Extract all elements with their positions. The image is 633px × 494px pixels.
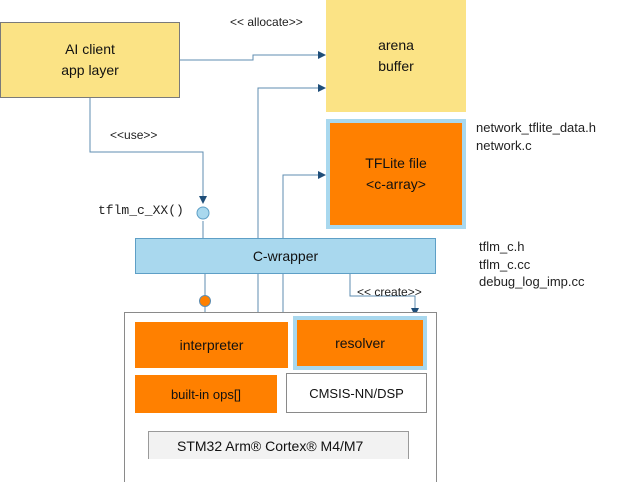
c-wrapper-box: C-wrapper xyxy=(135,238,436,274)
interpreter-label: interpreter xyxy=(179,336,244,353)
ai-client-box: AI client app layer xyxy=(0,22,180,98)
use-arrow xyxy=(89,98,207,204)
api-port xyxy=(196,206,210,220)
resolver-label: resolver xyxy=(335,334,385,351)
interpreter-port xyxy=(199,295,211,307)
arena-buffer-box: arena buffer xyxy=(326,0,466,112)
interpreter-box: interpreter xyxy=(135,322,288,368)
tflite-file-label-1: TFLite file xyxy=(365,155,427,171)
tflite-file-box: TFLite file <c-array> xyxy=(326,119,466,229)
cmsis-box: CMSIS-NN/DSP xyxy=(286,373,427,413)
arena-buffer-label-1: arena xyxy=(378,37,414,53)
builtin-ops-box: built-in ops[] xyxy=(135,375,277,413)
builtin-ops-label: built-in ops[] xyxy=(170,386,242,402)
network-file-2: network.c xyxy=(476,138,532,153)
allocate-annotation: << allocate>> xyxy=(230,15,303,29)
ai-client-label-1: AI client xyxy=(65,41,115,57)
wrapper-file-3: debug_log_imp.cc xyxy=(479,274,585,289)
create-annotation: << create>> xyxy=(357,285,422,299)
wrapper-file-1: tflm_c.h xyxy=(479,239,525,254)
resolver-box: resolver xyxy=(293,316,427,370)
ai-client-label-2: app layer xyxy=(61,62,119,78)
interpreter-arena-arrow xyxy=(257,84,326,322)
tflite-file-label-2: <c-array> xyxy=(366,176,426,192)
wrapper-file-2: tflm_c.cc xyxy=(479,257,531,272)
stm32-label: STM32 Arm® Cortex® M4/M7 xyxy=(177,438,364,454)
api-call-annotation: tflm_c_XX() xyxy=(98,203,184,218)
use-annotation: <<use>> xyxy=(110,128,158,142)
cmsis-label: CMSIS-NN/DSP xyxy=(309,385,404,401)
stm32-box: STM32 Arm® Cortex® M4/M7 xyxy=(148,431,409,459)
create-arrow xyxy=(349,274,419,316)
c-wrapper-label: C-wrapper xyxy=(252,248,319,264)
network-file-1: network_tflite_data.h xyxy=(476,120,596,135)
arena-buffer-label-2: buffer xyxy=(378,58,414,74)
allocate-arrow xyxy=(180,51,326,61)
